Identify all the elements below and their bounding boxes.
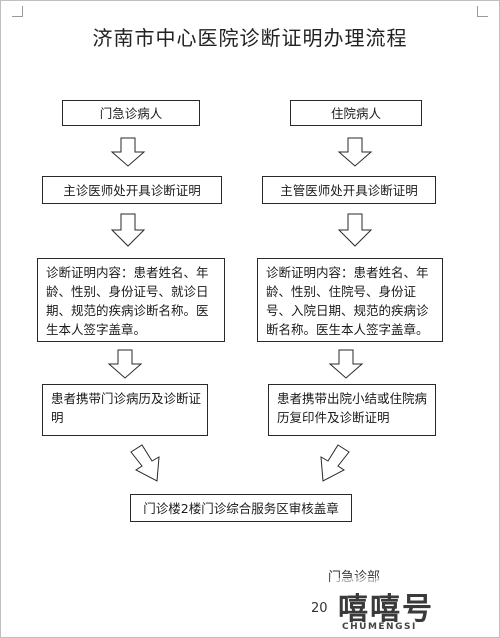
left-step3-text: 患者携带门诊病历及诊断证明 xyxy=(51,391,202,425)
footer-date: 20 xyxy=(311,601,328,616)
left-step1-label: 主诊医师处开具诊断证明 xyxy=(63,182,201,198)
left-step3-box: 患者携带门诊病历及诊断证明 xyxy=(42,384,208,436)
right-step2-box: 诊断证明内容：患者姓名、年龄、性别、住院号、身份证号、入院日期、规范的疾病诊断名… xyxy=(257,258,443,342)
right-step2-text: 诊断证明内容：患者姓名、年龄、性别、住院号、身份证号、入院日期、规范的疾病诊断名… xyxy=(266,265,429,337)
watermark: 嘻嘻号 CHUMENGSI xyxy=(330,578,498,636)
margin-mark-top-right xyxy=(477,6,488,17)
final-step-label: 门诊楼2楼门诊综合服务区审核盖章 xyxy=(143,500,339,516)
down-arrow-icon xyxy=(337,213,373,247)
left-step1-box: 主诊医师处开具诊断证明 xyxy=(42,176,222,204)
down-arrow-icon xyxy=(337,137,373,167)
left-header-label: 门急诊病人 xyxy=(99,105,163,121)
right-step3-box: 患者携带出院小结或住院病历复印件及诊断证明 xyxy=(268,384,436,436)
down-arrow-icon xyxy=(328,349,364,379)
document-title: 济南市中心医院诊断证明办理流程 xyxy=(92,26,408,50)
left-step2-box: 诊断证明内容：患者姓名、年龄、性别、身份证号、就诊日期、规范的疾病诊断名称。医生… xyxy=(37,258,225,342)
down-arrow-icon xyxy=(110,137,146,167)
right-header-box: 住院病人 xyxy=(290,100,422,126)
right-step3-text: 患者携带出院小结或住院病历复印件及诊断证明 xyxy=(277,391,428,425)
diagonal-arrow-icon xyxy=(320,444,350,482)
right-step1-box: 主管医师处开具诊断证明 xyxy=(262,176,436,204)
left-header-box: 门急诊病人 xyxy=(62,100,200,126)
left-step2-text: 诊断证明内容：患者姓名、年龄、性别、身份证号、就诊日期、规范的疾病诊断名称。医生… xyxy=(46,265,209,337)
watermark-logo: 嘻嘻号 xyxy=(338,592,434,627)
diagonal-arrow-icon xyxy=(130,444,160,482)
final-step-box: 门诊楼2楼门诊综合服务区审核盖章 xyxy=(130,494,352,522)
down-arrow-icon xyxy=(107,349,143,379)
margin-mark-top-left xyxy=(12,6,23,17)
right-header-label: 住院病人 xyxy=(330,105,381,121)
down-arrow-icon xyxy=(110,213,146,247)
right-step1-label: 主管医师处开具诊断证明 xyxy=(280,182,418,198)
watermark-text: CHUMENGSI xyxy=(342,622,417,632)
